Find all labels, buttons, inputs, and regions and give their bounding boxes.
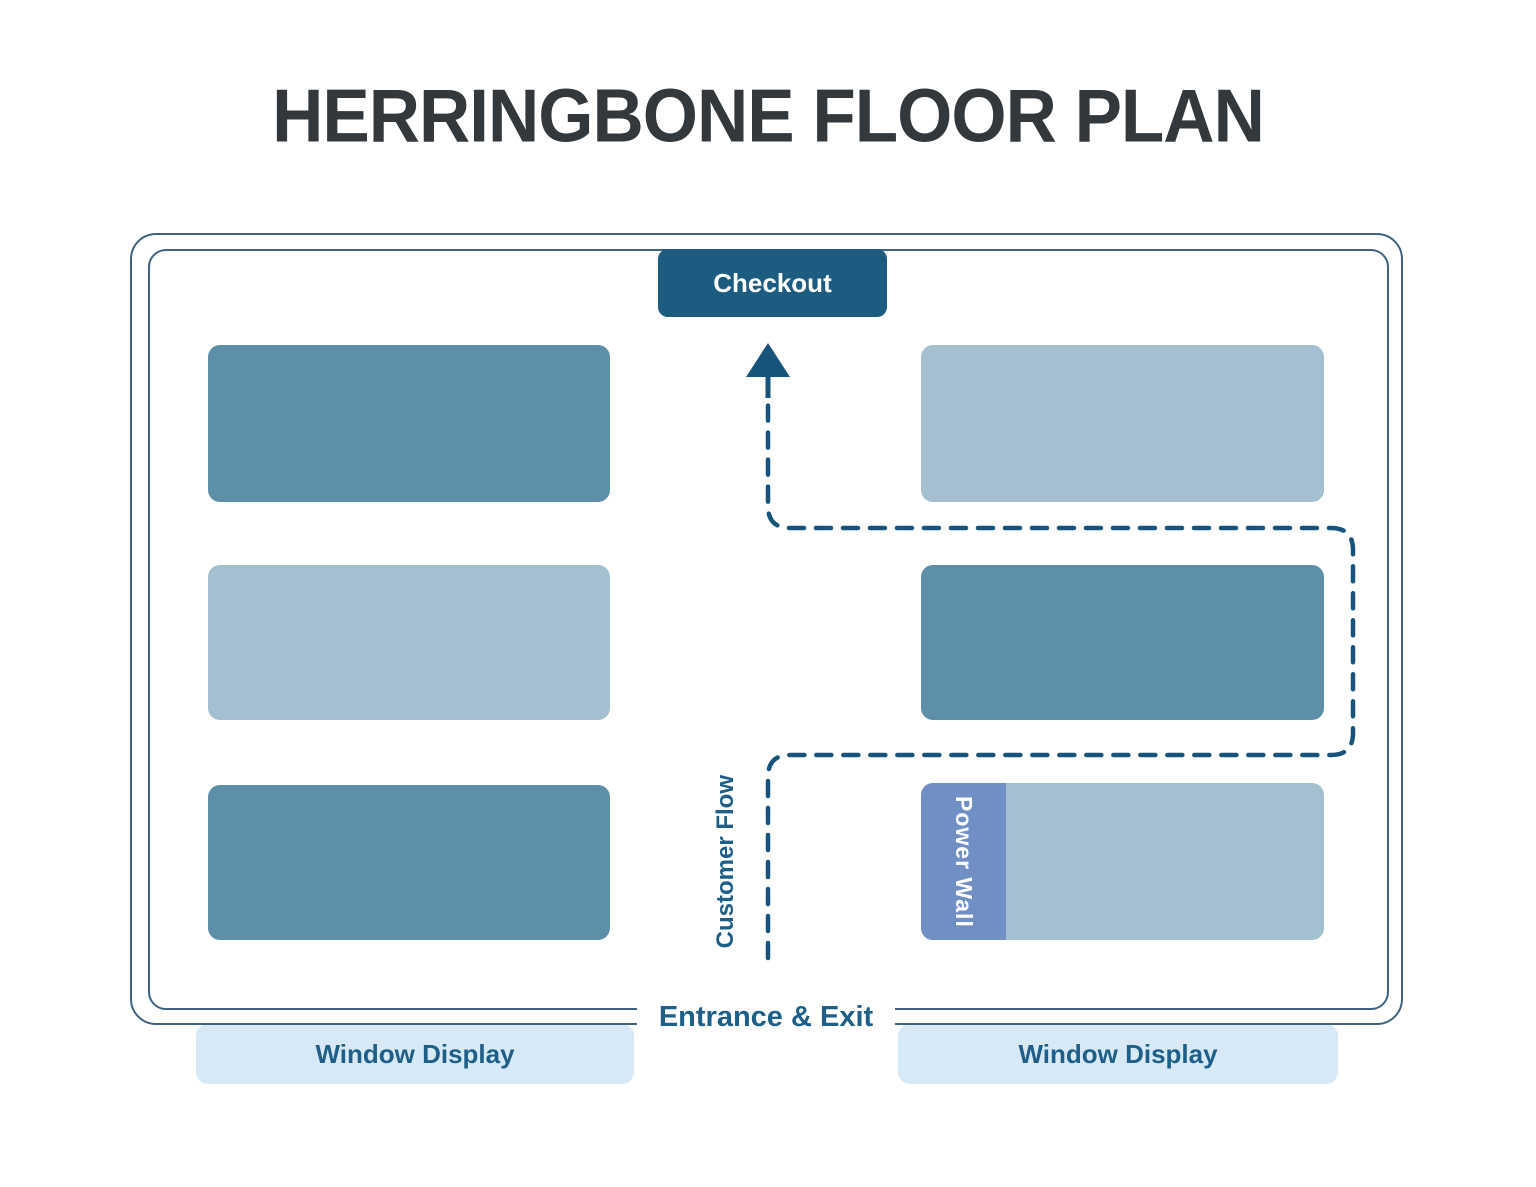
fixture-right-middle (921, 565, 1324, 720)
fixture-left-middle (208, 565, 610, 720)
checkout-counter: Checkout (658, 249, 887, 317)
fixture-right-bottom: Power Wall (921, 783, 1324, 940)
fixture-right-top (921, 345, 1324, 502)
window-display-left-label: Window Display (315, 1038, 515, 1069)
checkout-label: Checkout (713, 267, 832, 298)
fixture-left-bottom (208, 785, 610, 940)
power-wall-label: Power Wall (951, 795, 977, 928)
entrance-exit-label: Entrance & Exit (658, 1001, 874, 1033)
window-display-left: Window Display (196, 1024, 634, 1084)
page-title: HERRINGBONE FLOOR PLAN (272, 74, 1265, 159)
power-wall: Power Wall (921, 783, 1006, 940)
customer-flow-label: Customer Flow (712, 774, 739, 949)
customer-flow-label-wrap: Customer Flow (700, 775, 752, 948)
window-display-right: Window Display (898, 1024, 1338, 1084)
fixture-left-top (208, 345, 610, 502)
window-display-right-label: Window Display (1018, 1038, 1218, 1069)
entrance-opening (637, 999, 895, 1035)
